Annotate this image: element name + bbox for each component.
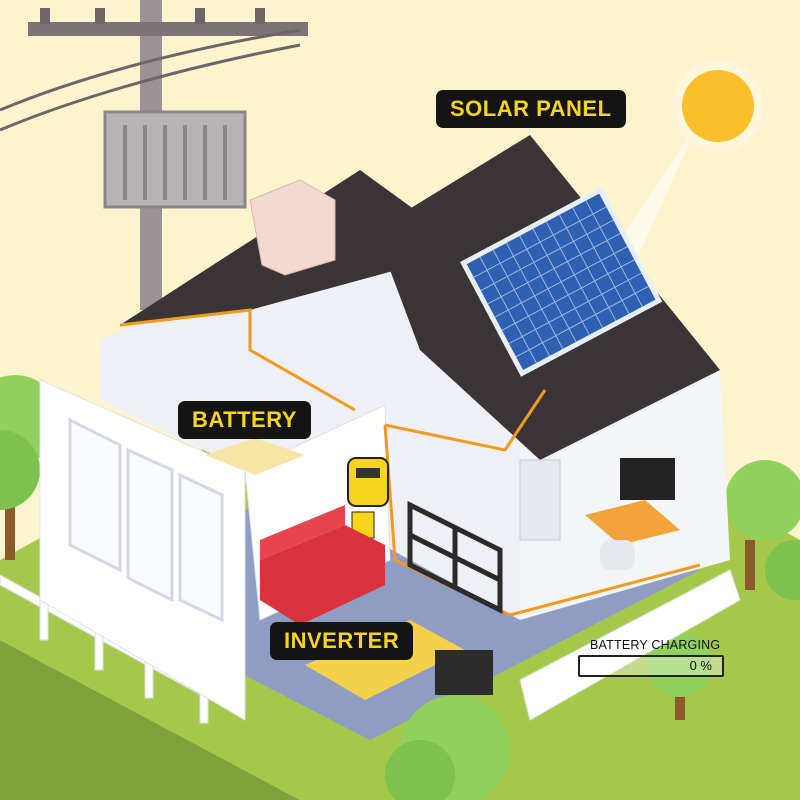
inverter-device — [347, 457, 389, 539]
shelf — [407, 500, 503, 615]
window — [68, 417, 224, 623]
rug — [305, 620, 465, 700]
desk — [519, 458, 680, 570]
grass-edge — [0, 640, 300, 800]
battery-progress-bar: 0 % — [578, 655, 724, 677]
wall-front-right — [519, 569, 741, 721]
chimney — [249, 179, 336, 276]
transformer — [103, 110, 247, 209]
battery-charging-indicator: BATTERY CHARGING 0 % — [578, 638, 724, 677]
label-battery: BATTERY — [178, 401, 311, 439]
battery-bed — [205, 438, 305, 475]
label-solar-panel: SOLAR PANEL — [436, 90, 626, 128]
solar-panel — [459, 186, 663, 377]
label-inverter: INVERTER — [270, 622, 414, 660]
battery-percent-text: 0 % — [689, 658, 712, 673]
tree-front — [385, 695, 510, 800]
tv — [435, 650, 493, 695]
sofa — [260, 505, 385, 625]
utility-pole — [0, 0, 308, 310]
tree-right — [648, 460, 800, 720]
battery-charging-label: BATTERY CHARGING — [590, 638, 721, 652]
